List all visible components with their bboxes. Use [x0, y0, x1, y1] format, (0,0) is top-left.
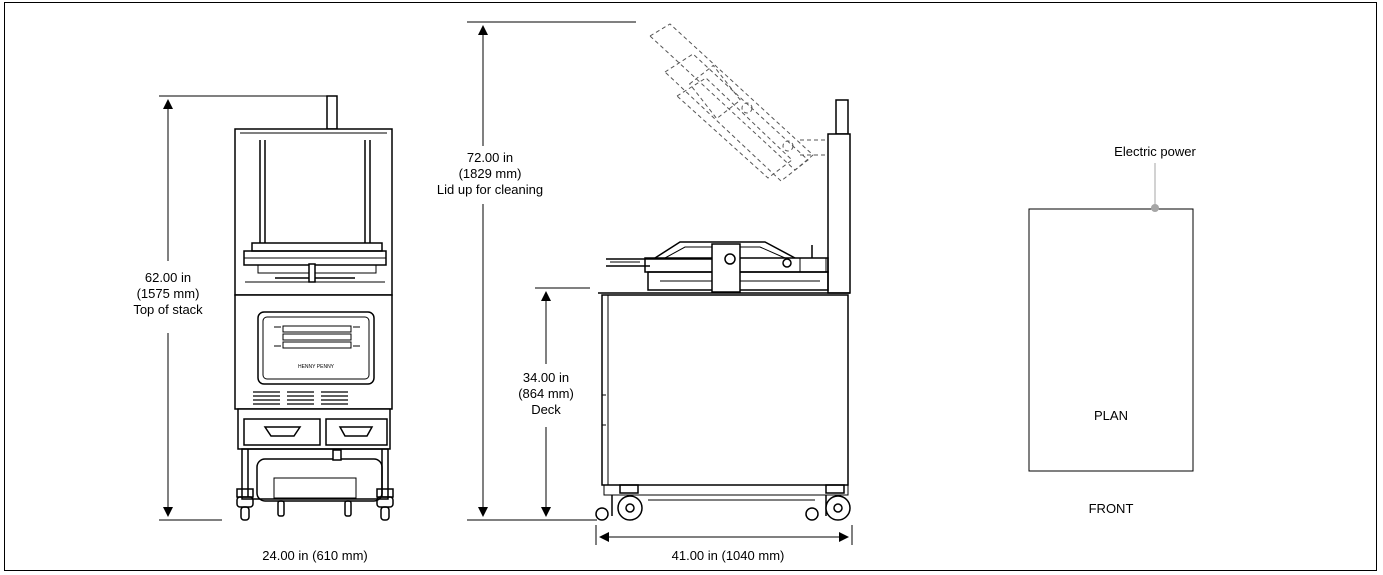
front-height-value-in: 62.00 in [144, 270, 192, 285]
front-height-caption: Top of stack [133, 302, 203, 317]
deck-height-value-mm: (864 mm) [518, 386, 574, 401]
front-height-value-mm: (1575 mm) [136, 286, 200, 301]
control-panel-brand: HENNY PENNY [298, 364, 335, 370]
lid-height-dimension [467, 21, 636, 521]
lid-height-label: 72.00 in (1829 mm) Lid up for cleaning [420, 150, 560, 198]
electric-power-label: Electric power [1114, 144, 1196, 159]
power-connection-dot [1151, 204, 1159, 212]
raised-lid-dashed [649, 23, 832, 182]
deck-height-dimension [535, 287, 590, 517]
front-label: FRONT [1088, 501, 1134, 516]
front-height-dimension [159, 95, 327, 521]
lid-height-value-mm: (1829 mm) [458, 166, 522, 181]
front-view-unit [234, 95, 394, 521]
deck-height-label: 34.00 in (864 mm) Deck [496, 370, 596, 418]
front-width-label: 24.00 in (610 mm) [262, 548, 368, 563]
plan-label: PLAN [1094, 408, 1128, 423]
lid-height-value-in: 72.00 in [466, 150, 514, 165]
drawing-frame [4, 2, 1377, 571]
depth-label: 41.00 in (1040 mm) [671, 548, 785, 563]
side-view-unit [595, 99, 851, 521]
plan-outline [1028, 208, 1194, 472]
lid-height-caption: Lid up for cleaning [436, 182, 544, 197]
depth-dimension [595, 525, 853, 545]
deck-height-caption: Deck [531, 402, 561, 417]
deck-height-value-in: 34.00 in [522, 370, 570, 385]
front-height-label: 62.00 in (1575 mm) Top of stack [118, 270, 218, 318]
